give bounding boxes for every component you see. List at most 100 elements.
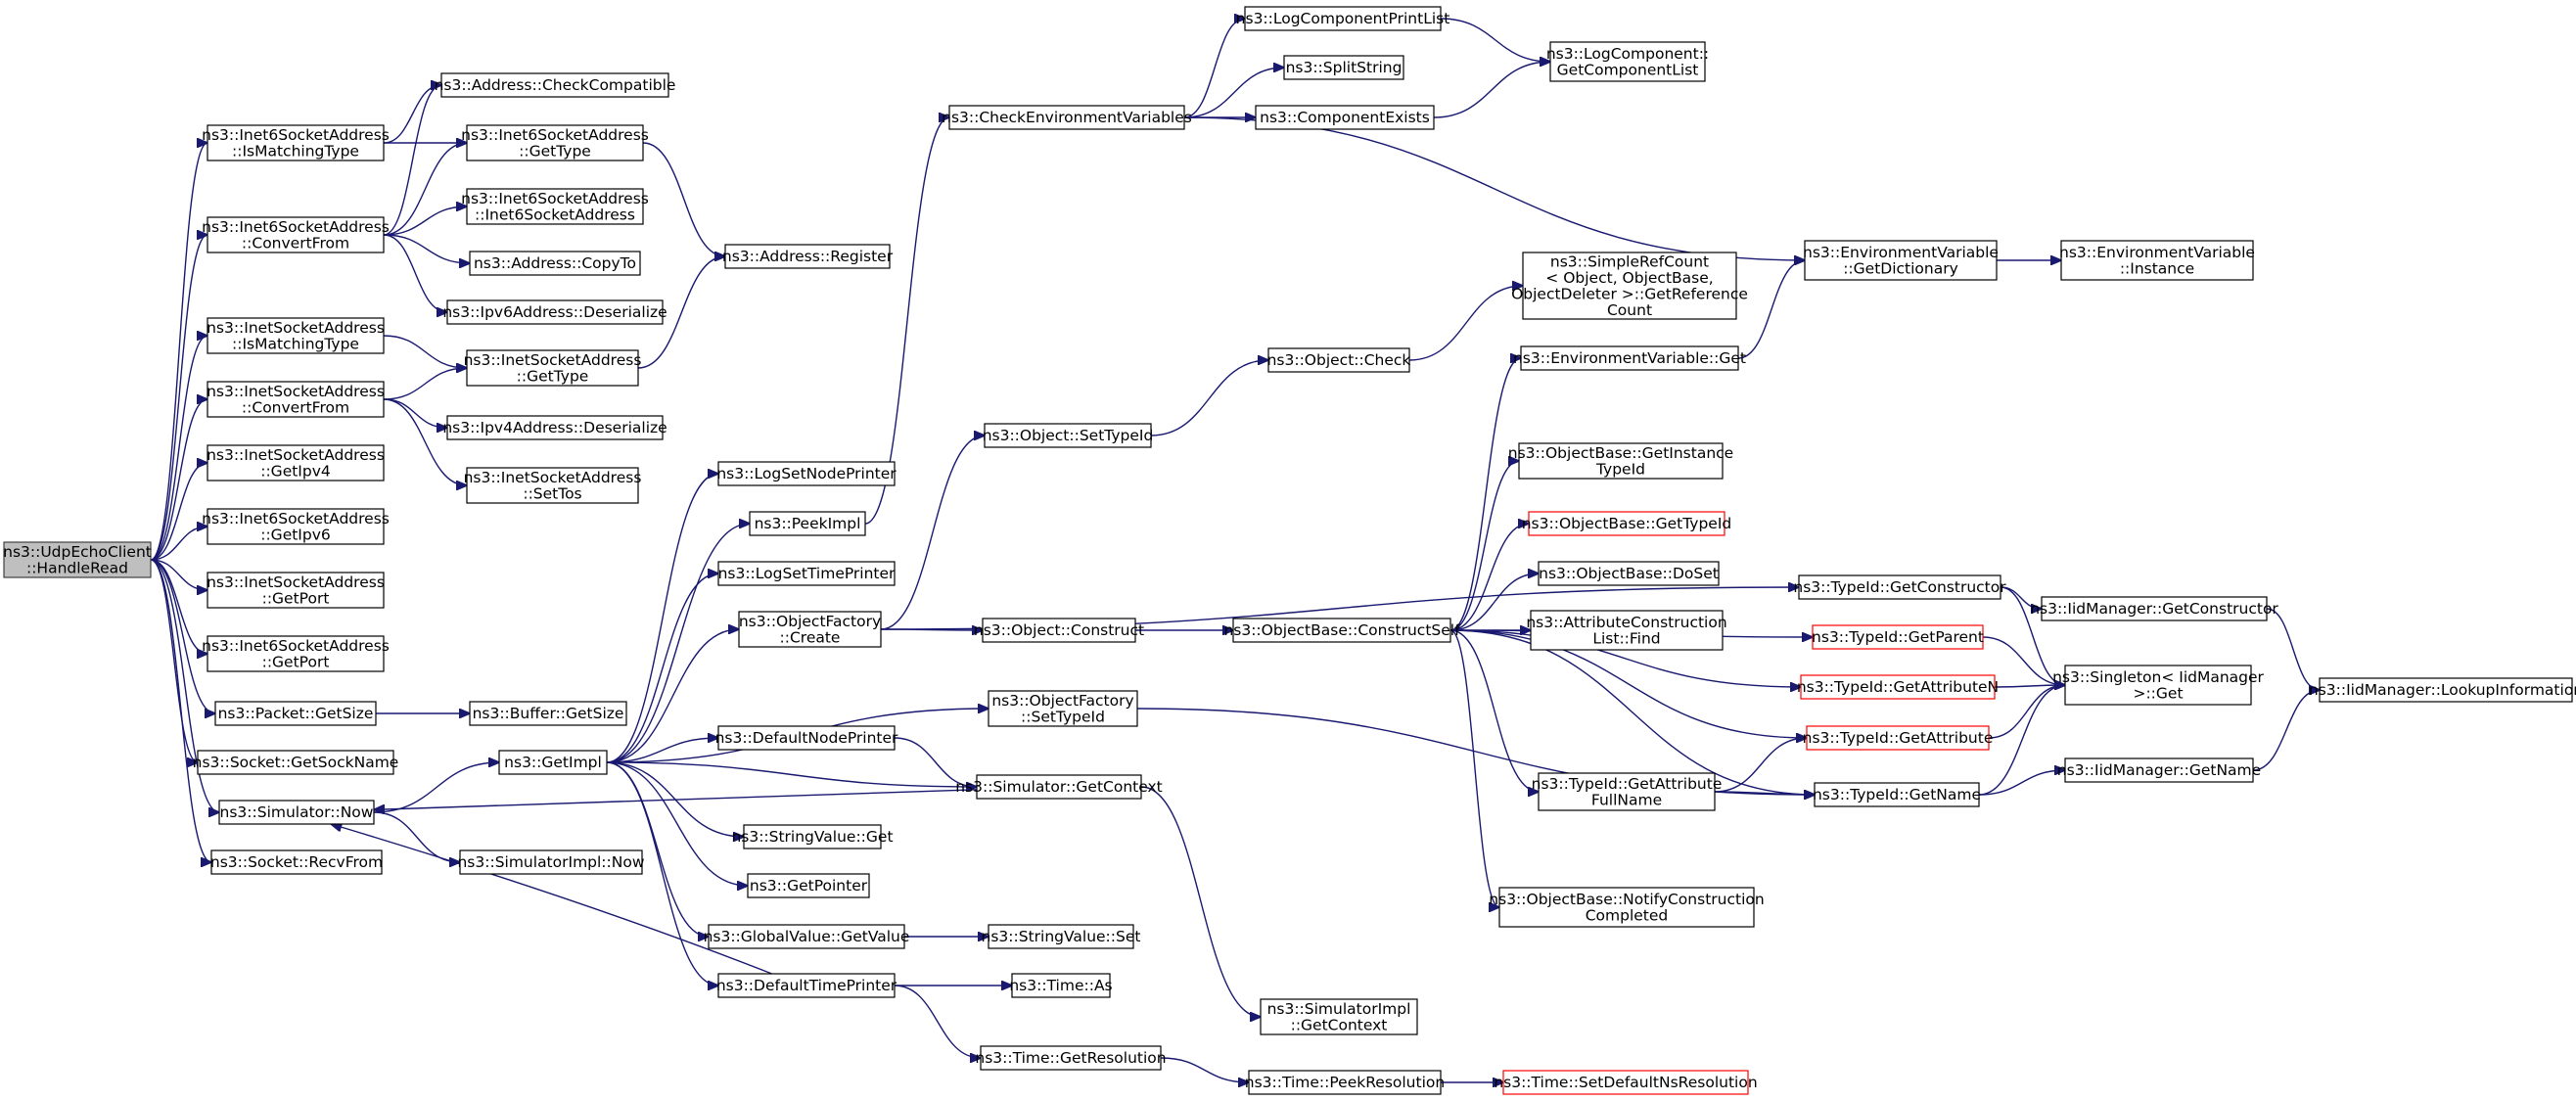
node-typeid_getconstructor[interactable]: ns3::TypeId::GetConstructor (1793, 574, 2006, 600)
node-inet6_gettype[interactable]: ns3::Inet6SocketAddress::GetType (461, 124, 649, 161)
edge-inet6_gettype-to-address_register (642, 142, 725, 256)
node-socket_recvfrom[interactable]: ns3::Socket::RecvFrom (210, 849, 383, 875)
node-label: ns3::GetImpl (504, 754, 602, 771)
node-logsettimeprinter[interactable]: ns3::LogSetTimePrinter (717, 561, 896, 586)
node-typeid_getparent[interactable]: ns3::TypeId::GetParent (1812, 624, 1984, 650)
node-simimpl_now[interactable]: ns3::SimulatorImpl::Now (457, 849, 645, 875)
node-address_checkcompat[interactable]: ns3::Address::CheckCompatible (435, 72, 676, 98)
node-stringvalue_set[interactable]: ns3::StringValue::Set (982, 924, 1141, 949)
node-label: ns3::ComponentExists (1260, 109, 1430, 126)
node-logsetnodeprinter[interactable]: ns3::LogSetNodePrinter (716, 461, 897, 486)
node-envvar_get[interactable]: ns3::EnvironmentVariable::Get (1513, 345, 1746, 371)
edge-inet_convertfrom-to-inet_gettype (383, 368, 467, 400)
edge-simulator_now-to-simimpl_now (373, 811, 460, 862)
edge-object_check-to-simplerefcount (1408, 286, 1523, 361)
node-iidmanager_lookupinfo[interactable]: ns3::IidManager::LookupInformation (2309, 677, 2576, 703)
node-ipv4_deserialize[interactable]: ns3::Ipv4Address::Deserialize (442, 415, 667, 440)
node-label: ns3::Address::CheckCompatible (435, 76, 676, 94)
node-getpointer[interactable]: ns3::GetPointer (747, 873, 870, 898)
node-label: GetComponentList (1557, 61, 1699, 78)
node-inet6_getipv6[interactable]: ns3::Inet6SocketAddress::GetIpv6 (202, 508, 390, 545)
node-box (1255, 105, 1435, 130)
node-inet_gettype[interactable]: ns3::InetSocketAddress::GetType (464, 349, 642, 387)
node-splitstring[interactable]: ns3::SplitString (1283, 55, 1404, 80)
node-label: ns3::Address::CopyTo (474, 254, 636, 272)
node-handleread[interactable]: ns3::UdpEchoClient::HandleRead (3, 541, 152, 578)
node-globalvalue_getvalue[interactable]: ns3::GlobalValue::GetValue (704, 924, 910, 949)
node-checkenvvars[interactable]: ns3::CheckEnvironmentVariables (942, 105, 1192, 130)
edge-iidmanager_getname-to-iidmanager_lookupinfo (2252, 690, 2320, 771)
node-typeid_getattributen[interactable]: ns3::TypeId::GetAttributeN (1797, 674, 1999, 700)
node-componentexists[interactable]: ns3::ComponentExists (1255, 105, 1435, 130)
node-iidmanager_getconstructor[interactable]: ns3::IidManager::GetConstructor (2030, 596, 2278, 621)
node-inet6_convertfrom[interactable]: ns3::Inet6SocketAddress::ConvertFrom (202, 216, 390, 253)
node-peekimpl[interactable]: ns3::PeekImpl (749, 511, 866, 536)
node-address_register[interactable]: ns3::Address::Register (722, 244, 894, 269)
node-inet_settos[interactable]: ns3::InetSocketAddress::SetTos (464, 467, 642, 504)
node-object_check[interactable]: ns3::Object::Check (1267, 347, 1411, 373)
node-objbase_doset[interactable]: ns3::ObjectBase::DoSet (1538, 561, 1720, 586)
node-simplerefcount[interactable]: ns3::SimpleRefCount< Object, ObjectBase,… (1511, 252, 1748, 320)
node-object_settypeid[interactable]: ns3::Object::SetTypeId (983, 423, 1154, 448)
node-envvar_getdictionary[interactable]: ns3::EnvironmentVariable::GetDictionary (1803, 240, 1999, 281)
node-time_setdefaultnsres[interactable]: ns3::Time::SetDefaultNsResolution (1494, 1070, 1758, 1095)
node-logcomp_getlist[interactable]: ns3::LogComponent::GetComponentList (1546, 41, 1709, 82)
node-time_getresolution[interactable]: ns3::Time::GetResolution (975, 1045, 1167, 1071)
node-inet6_getport[interactable]: ns3::Inet6SocketAddress::GetPort (202, 635, 390, 672)
edge-handleread-to-socket_recvfrom (150, 559, 211, 862)
node-simulator_now[interactable]: ns3::Simulator::Now (218, 800, 375, 825)
edge-objbase_constructself-to-objbase_getinstancetypeid (1449, 461, 1519, 631)
node-label: ::HandleRead (26, 559, 128, 576)
node-inet_getport[interactable]: ns3::InetSocketAddress::GetPort (207, 572, 385, 609)
node-objfactory_settypeid[interactable]: ns3::ObjectFactory::SetTypeId (988, 690, 1138, 727)
node-iidmanager_getname[interactable]: ns3::IidManager::GetName (2057, 757, 2261, 783)
node-singleton_get[interactable]: ns3::Singleton< IidManager >::Get (2052, 665, 2265, 706)
node-inet6_ctor[interactable]: ns3::Inet6SocketAddress::Inet6SocketAddr… (461, 188, 649, 225)
node-typeid_getname[interactable]: ns3::TypeId::GetName (1813, 782, 1981, 807)
edge-object_settypeid-to-object_check (1150, 360, 1268, 436)
node-time_peekresolution[interactable]: ns3::Time::PeekResolution (1245, 1070, 1445, 1095)
node-box (446, 415, 664, 440)
node-simulator_getcontext[interactable]: ns3::Simulator::GetContext (955, 774, 1163, 800)
node-label: ns3::AttributeConstruction (1526, 614, 1726, 631)
edge-typeid_getattributefullname-to-typeid_getattribute (1714, 738, 1807, 793)
node-defaulttimeprinter[interactable]: ns3::DefaultTimePrinter (716, 973, 897, 998)
node-ipv6_deserialize[interactable]: ns3::Ipv6Address::Deserialize (442, 299, 667, 325)
node-box (717, 461, 896, 486)
node-objbase_constructself[interactable]: ns3::ObjectBase::ConstructSelf (1223, 618, 1460, 643)
node-inet_getipv4[interactable]: ns3::InetSocketAddress::GetIpv4 (207, 444, 385, 482)
node-objbase_gettypeid[interactable]: ns3::ObjectBase::GetTypeId (1522, 511, 1732, 536)
node-box (743, 824, 882, 849)
edge-getimpl-to-logsettimeprinter (606, 573, 718, 763)
node-logcompprintlist[interactable]: ns3::LogComponentPrintList (1236, 6, 1450, 31)
node-inet6_ismatching[interactable]: ns3::Inet6SocketAddress::IsMatchingType (202, 124, 390, 161)
edge-handleread-to-inet6_ismatching (150, 143, 207, 561)
node-box (2064, 665, 2252, 706)
node-envvar_instance[interactable]: ns3::EnvironmentVariable::Instance (2059, 240, 2255, 281)
edge-typeid_getname-to-singleton_get (1978, 685, 2065, 796)
edge-simulator_now-to-getimpl (373, 762, 499, 813)
node-objbase_notifyconstruction[interactable]: ns3::ObjectBase::NotifyConstructionCompl… (1489, 887, 1765, 928)
node-stringvalue_get[interactable]: ns3::StringValue::Get (731, 824, 894, 849)
node-box (466, 349, 639, 387)
node-simimpl_getcontext[interactable]: ns3::SimulatorImpl::GetContext (1260, 998, 1418, 1035)
node-packet_getsize[interactable]: ns3::Packet::GetSize (214, 701, 377, 726)
node-getimpl[interactable]: ns3::GetImpl (498, 750, 608, 775)
node-defaultnodeprinter[interactable]: ns3::DefaultNodePrinter (715, 725, 898, 751)
edge-handleread-to-packet_getsize (150, 559, 215, 713)
edge-handleread-to-inet_getport (150, 559, 207, 590)
node-buffer_getsize[interactable]: ns3::Buffer::GetSize (469, 701, 627, 726)
node-label: ns3::TypeId::GetAttributeN (1797, 678, 1999, 696)
node-object_construct[interactable]: ns3::Object::Construct (974, 618, 1144, 643)
node-label: Count (1607, 301, 1652, 319)
node-typeid_getattribute[interactable]: ns3::TypeId::GetAttribute (1803, 725, 1994, 751)
node-objfactory_create[interactable]: ns3::ObjectFactory::Create (738, 611, 882, 648)
node-socket_getsockname[interactable]: ns3::Socket::GetSockName (193, 750, 399, 775)
node-inet_convertfrom[interactable]: ns3::InetSocketAddress::ConvertFrom (207, 381, 385, 418)
node-time_as[interactable]: ns3::Time::As (1009, 973, 1113, 998)
node-address_copyto[interactable]: ns3::Address::CopyTo (469, 251, 641, 276)
node-inet_ismatching[interactable]: ns3::InetSocketAddress::IsMatchingType (207, 317, 385, 354)
